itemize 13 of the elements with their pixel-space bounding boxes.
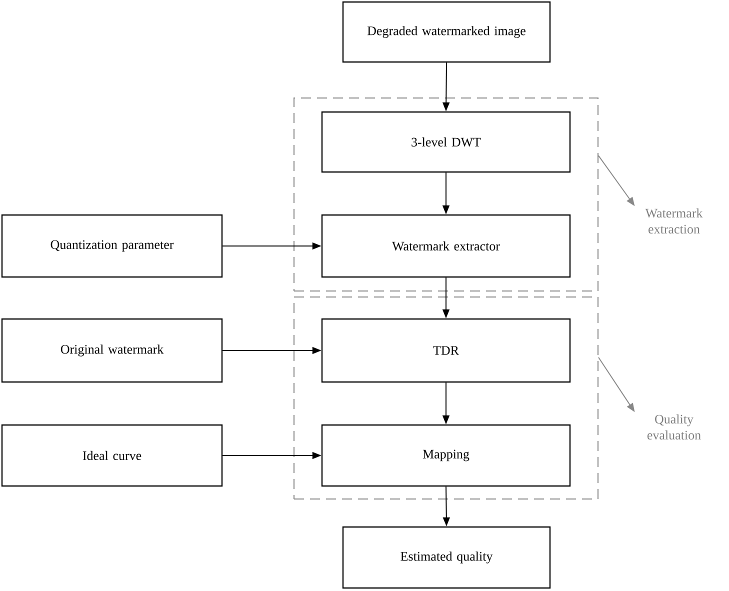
group-label: Watermark extraction [645, 208, 703, 234]
process-box: Watermark extractor [321, 214, 571, 278]
process-box: Estimated quality [342, 526, 551, 589]
group-label: Quality evaluation [647, 414, 701, 440]
dashed-group-frame [294, 296, 598, 500]
input-box: Ideal curve [1, 424, 223, 487]
input-box: Original watermark [1, 318, 223, 383]
process-box: 3-level DWT [321, 111, 571, 173]
dashed-group-frame [294, 98, 598, 292]
process-box: TDR [321, 318, 571, 383]
process-box: Degraded watermarked image [342, 1, 551, 63]
process-box: Mapping [321, 424, 571, 487]
input-box: Quantization parameter [1, 214, 223, 278]
